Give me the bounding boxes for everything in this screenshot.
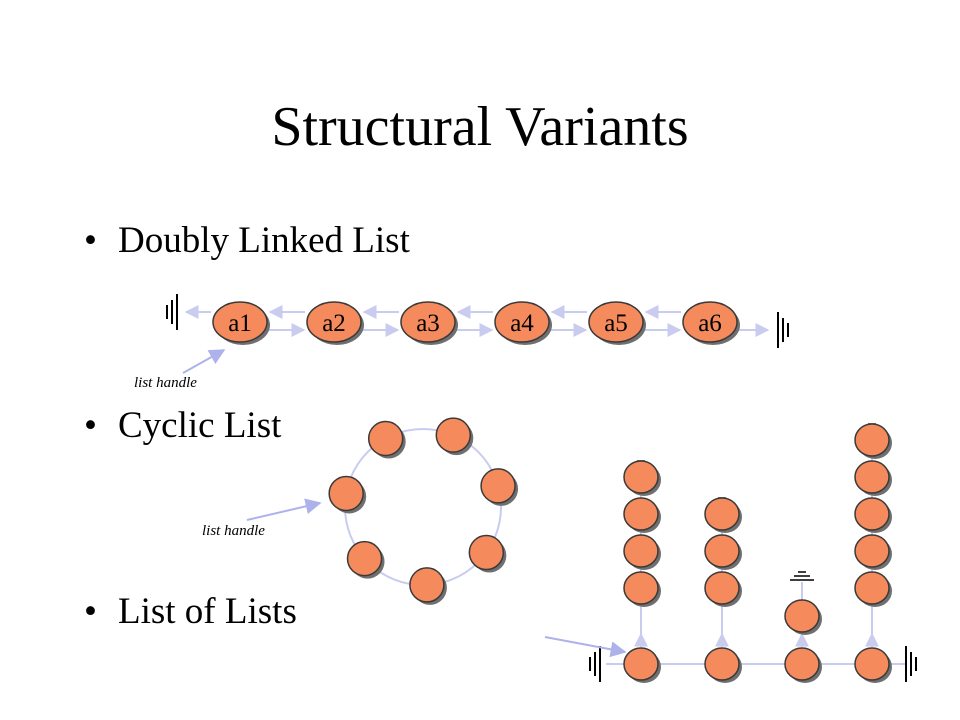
sublist-node bbox=[704, 571, 742, 607]
bullet-doubly-linked-list: • Doubly Linked List bbox=[84, 219, 410, 263]
bullet-text: Doubly Linked List bbox=[118, 220, 410, 261]
list-node bbox=[588, 301, 646, 345]
spine-node bbox=[623, 647, 661, 683]
list-handle-arrow bbox=[544, 636, 627, 658]
sublist-node bbox=[854, 497, 892, 533]
cyclic-node bbox=[346, 540, 385, 579]
sublist-node bbox=[854, 534, 892, 570]
list-node bbox=[212, 301, 270, 345]
sublist-node bbox=[623, 571, 661, 607]
node-label: a1 bbox=[228, 310, 252, 337]
slide-title: Structural Variants bbox=[271, 96, 689, 158]
bullet-dot: • bbox=[84, 220, 97, 261]
list-handle-label: list handle bbox=[202, 523, 265, 539]
cyclic-node bbox=[367, 420, 406, 459]
sublist-node bbox=[784, 599, 822, 635]
list-node bbox=[400, 301, 458, 345]
list-handle-arrow bbox=[182, 349, 226, 374]
bullet-dot: • bbox=[84, 405, 97, 446]
null-terminator-right bbox=[777, 312, 789, 348]
node-label: a6 bbox=[698, 310, 722, 337]
null-terminator-right bbox=[905, 646, 917, 682]
sublist-node bbox=[623, 497, 661, 533]
spine-node bbox=[704, 647, 742, 683]
list-node bbox=[682, 301, 740, 345]
node-label: a4 bbox=[510, 310, 534, 337]
bullet-cyclic-list: • Cyclic List bbox=[84, 404, 281, 448]
spine-node bbox=[854, 647, 892, 683]
sublist-null-terminator bbox=[790, 571, 814, 581]
spine-node bbox=[784, 647, 822, 683]
cyclic-node bbox=[409, 567, 447, 605]
node-label: a3 bbox=[416, 310, 440, 337]
bullet-text: Cyclic List bbox=[118, 405, 282, 446]
bullet-dot: • bbox=[84, 591, 97, 632]
bullet-list-of-lists: • List of Lists bbox=[84, 590, 297, 634]
list-node bbox=[306, 301, 364, 345]
cyclic-node bbox=[480, 468, 519, 506]
list-handle-label: list handle bbox=[134, 375, 197, 391]
doubly-linked-list-diagram: a1 a2 a3 a4 a5 a6 list handle bbox=[134, 294, 789, 391]
list-handle-arrow bbox=[246, 498, 322, 521]
null-terminator-left bbox=[589, 646, 601, 682]
node-label: a2 bbox=[322, 310, 346, 337]
sublist-node bbox=[623, 534, 661, 570]
null-terminator-left bbox=[166, 294, 178, 330]
bullet-text: List of Lists bbox=[118, 591, 297, 632]
cyclic-list-diagram: list handle bbox=[202, 417, 519, 605]
sublist-node bbox=[704, 534, 742, 570]
node-label: a5 bbox=[604, 310, 628, 337]
list-node bbox=[494, 301, 552, 345]
sublist-node bbox=[854, 423, 892, 459]
cyclic-node bbox=[468, 534, 507, 573]
list-of-lists-diagram bbox=[544, 423, 917, 683]
sublist-node bbox=[704, 497, 742, 533]
sublist-node bbox=[854, 460, 892, 496]
cyclic-node bbox=[328, 475, 367, 514]
sublist-node bbox=[854, 571, 892, 607]
sublist-node bbox=[623, 460, 661, 496]
cyclic-node bbox=[435, 417, 474, 456]
